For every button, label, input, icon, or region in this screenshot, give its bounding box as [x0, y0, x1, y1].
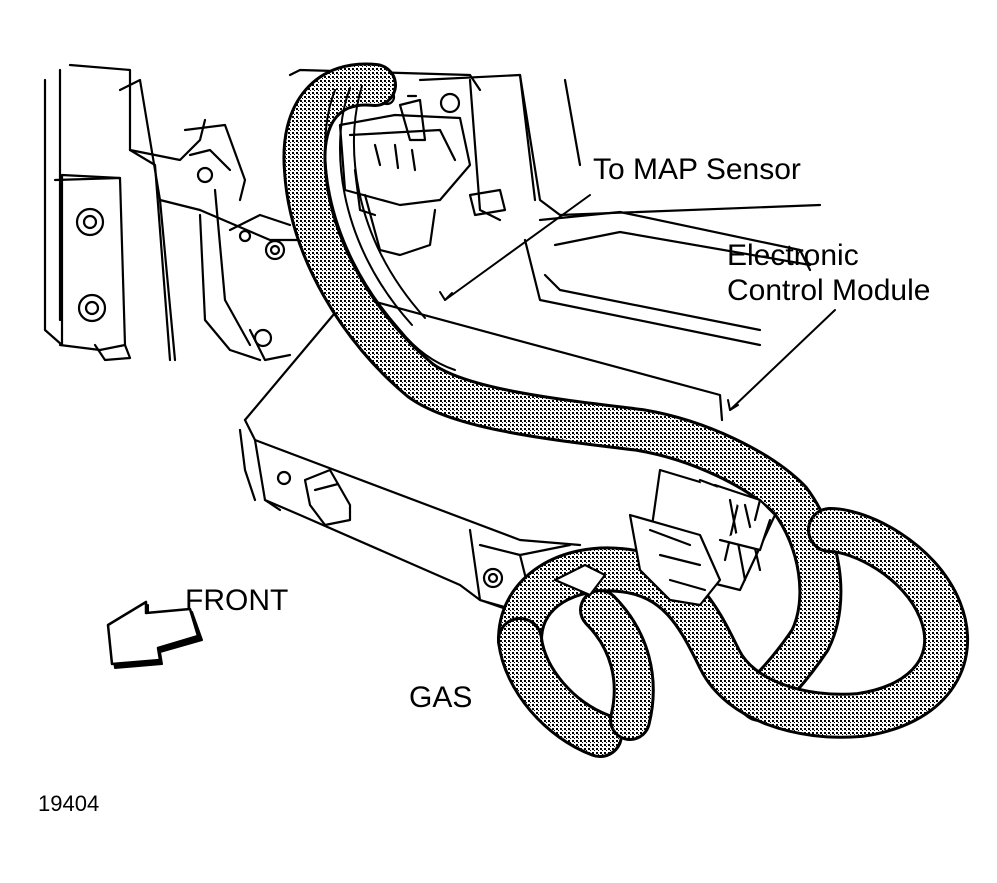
ecm-label-line1: Electronic	[727, 239, 859, 272]
ecm-leader	[729, 309, 836, 411]
body-bracket	[43, 63, 302, 362]
map-sensor-leader	[444, 194, 591, 301]
figure-number: 19404	[38, 791, 100, 816]
harness-loop	[497, 507, 970, 758]
ecm-connector	[553, 468, 777, 607]
ecm-label-line2: Control Module	[727, 274, 931, 307]
gas-label: GAS	[409, 681, 473, 714]
front-label: FRONT	[185, 584, 289, 617]
front-arrow-icon	[106, 600, 203, 669]
map-sensor-label: To MAP Sensor	[593, 153, 801, 186]
map-sensor-connector	[338, 94, 472, 257]
wiring-harness	[282, 62, 843, 722]
